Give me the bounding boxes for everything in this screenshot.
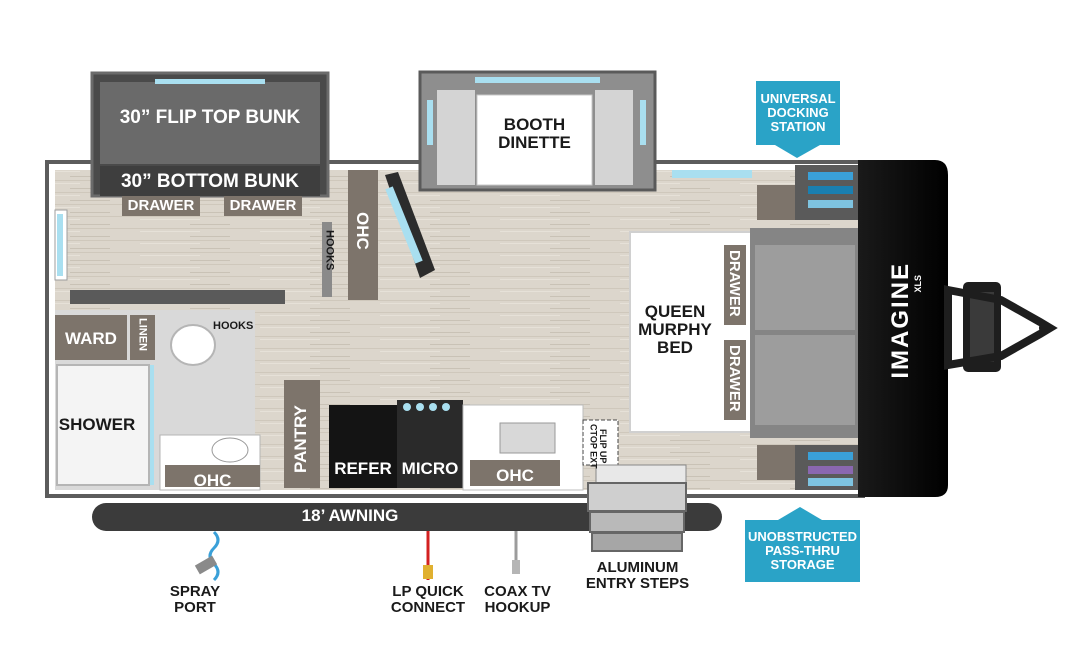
pantry-label: PANTRY bbox=[291, 405, 310, 473]
flip-up-ext-label: FLIP UP CTOP EXT bbox=[588, 424, 608, 469]
hooks-horizontal-label: HOOKS bbox=[213, 320, 254, 332]
ohc-bunk-label: OHC bbox=[352, 212, 372, 250]
queen-murphy-bed-label: QUEEN MURPHY BED bbox=[638, 302, 712, 357]
toilet bbox=[170, 324, 216, 366]
bunk-drawer-left-label: DRAWER bbox=[127, 197, 195, 214]
ohc-kitchen-box bbox=[470, 460, 560, 486]
drawer-bed-bottom-label: DRAWER bbox=[725, 345, 743, 412]
shower-door bbox=[150, 365, 154, 485]
refer-label: REFER bbox=[334, 459, 392, 478]
stove-burners bbox=[403, 403, 450, 411]
tv-screen bbox=[385, 186, 423, 264]
coax-tv-hookup-label: COAX TV HOOKUP bbox=[484, 583, 551, 616]
window-bunk-top bbox=[155, 79, 265, 84]
dinette-bench-right bbox=[595, 90, 633, 185]
drawer-bed-bottom-box bbox=[724, 340, 746, 420]
shower-box bbox=[56, 364, 150, 486]
lp-fitting bbox=[423, 565, 433, 579]
ward-label: WARD bbox=[65, 329, 117, 348]
sofa-seat-top bbox=[755, 245, 855, 330]
flip-top-bunk bbox=[100, 82, 320, 164]
ohc-bunk-box bbox=[348, 170, 378, 300]
window-top-right bbox=[672, 170, 752, 178]
callout-pointer-top bbox=[775, 145, 820, 158]
entry-steps bbox=[587, 482, 687, 552]
ohc-bath-label: OHC bbox=[193, 471, 232, 490]
micro-label: MICRO bbox=[401, 459, 459, 478]
pantry-box bbox=[284, 380, 320, 488]
brand-model: XLS bbox=[913, 275, 923, 293]
storage-bins-bottom bbox=[808, 452, 853, 486]
kitchen-sink bbox=[499, 422, 556, 454]
brand-name: IMAGINE bbox=[887, 262, 914, 379]
dinette-window-right bbox=[640, 100, 646, 145]
bottom-bunk-label: 30” BOTTOM BUNK bbox=[120, 171, 300, 192]
dinette-window-left bbox=[427, 100, 433, 145]
linen-box bbox=[130, 315, 155, 360]
spray-port-label: SPRAY PORT bbox=[169, 583, 221, 616]
drawer-bed-top-label: DRAWER bbox=[725, 250, 743, 317]
universal-docking-station-label: UNIVERSAL DOCKING STATION bbox=[760, 90, 836, 135]
bunk-counter bbox=[70, 290, 285, 304]
bottom-bunk bbox=[100, 166, 320, 196]
sofa-seat-bottom bbox=[755, 335, 855, 425]
hooks-vertical-label: HOOKS bbox=[323, 230, 336, 271]
ward-box bbox=[55, 315, 127, 360]
ohc-kitchen-label: OHC bbox=[496, 466, 534, 485]
spray-hose bbox=[194, 530, 220, 582]
window-left-rear-glass bbox=[57, 214, 63, 276]
refer-box bbox=[329, 405, 397, 488]
brand-logo: IMAGINE bbox=[887, 262, 915, 379]
universal-docking-station-callout: UNIVERSAL DOCKING STATION bbox=[756, 81, 840, 145]
storage-bins-top bbox=[808, 172, 853, 208]
front-storage-cab-bottom bbox=[757, 445, 795, 480]
drawer-bed-top-box bbox=[724, 245, 746, 325]
bunk-drawer-right-label: DRAWER bbox=[229, 197, 297, 214]
bunk-drawer-left-box bbox=[122, 196, 200, 216]
hooks-wall bbox=[322, 222, 332, 297]
unobstructed-storage-callout: UNOBSTRUCTED PASS-THRU STORAGE bbox=[745, 520, 860, 582]
unobstructed-storage-label: UNOBSTRUCTED PASS-THRU STORAGE bbox=[747, 528, 858, 573]
dinette-bench-left bbox=[437, 90, 475, 185]
bunk-drawer-right-box bbox=[224, 196, 302, 216]
micro-box bbox=[397, 400, 463, 488]
lp-quick-connect-label: LP QUICK CONNECT bbox=[390, 583, 466, 616]
front-storage-cab-top bbox=[757, 185, 795, 220]
dinette-table bbox=[476, 94, 593, 186]
booth-dinette-label: BOOTH DINETTE bbox=[498, 115, 571, 152]
linen-label: LINEN bbox=[136, 318, 149, 351]
front-cap bbox=[858, 160, 948, 497]
dinette-window-top bbox=[475, 77, 600, 83]
flip-top-bunk-label: 30” FLIP TOP BUNK bbox=[119, 107, 301, 128]
coax-fitting bbox=[512, 560, 520, 574]
awning-bar bbox=[92, 503, 722, 531]
shower-label: SHOWER bbox=[58, 415, 136, 434]
aluminum-entry-steps-label: ALUMINUM ENTRY STEPS bbox=[585, 559, 690, 592]
callout-pointer-bottom bbox=[778, 507, 822, 520]
ohc-bath-box bbox=[165, 465, 260, 487]
awning-label: 18’ AWNING bbox=[301, 506, 399, 525]
hitch bbox=[944, 282, 1058, 372]
bath-sink bbox=[211, 437, 249, 463]
